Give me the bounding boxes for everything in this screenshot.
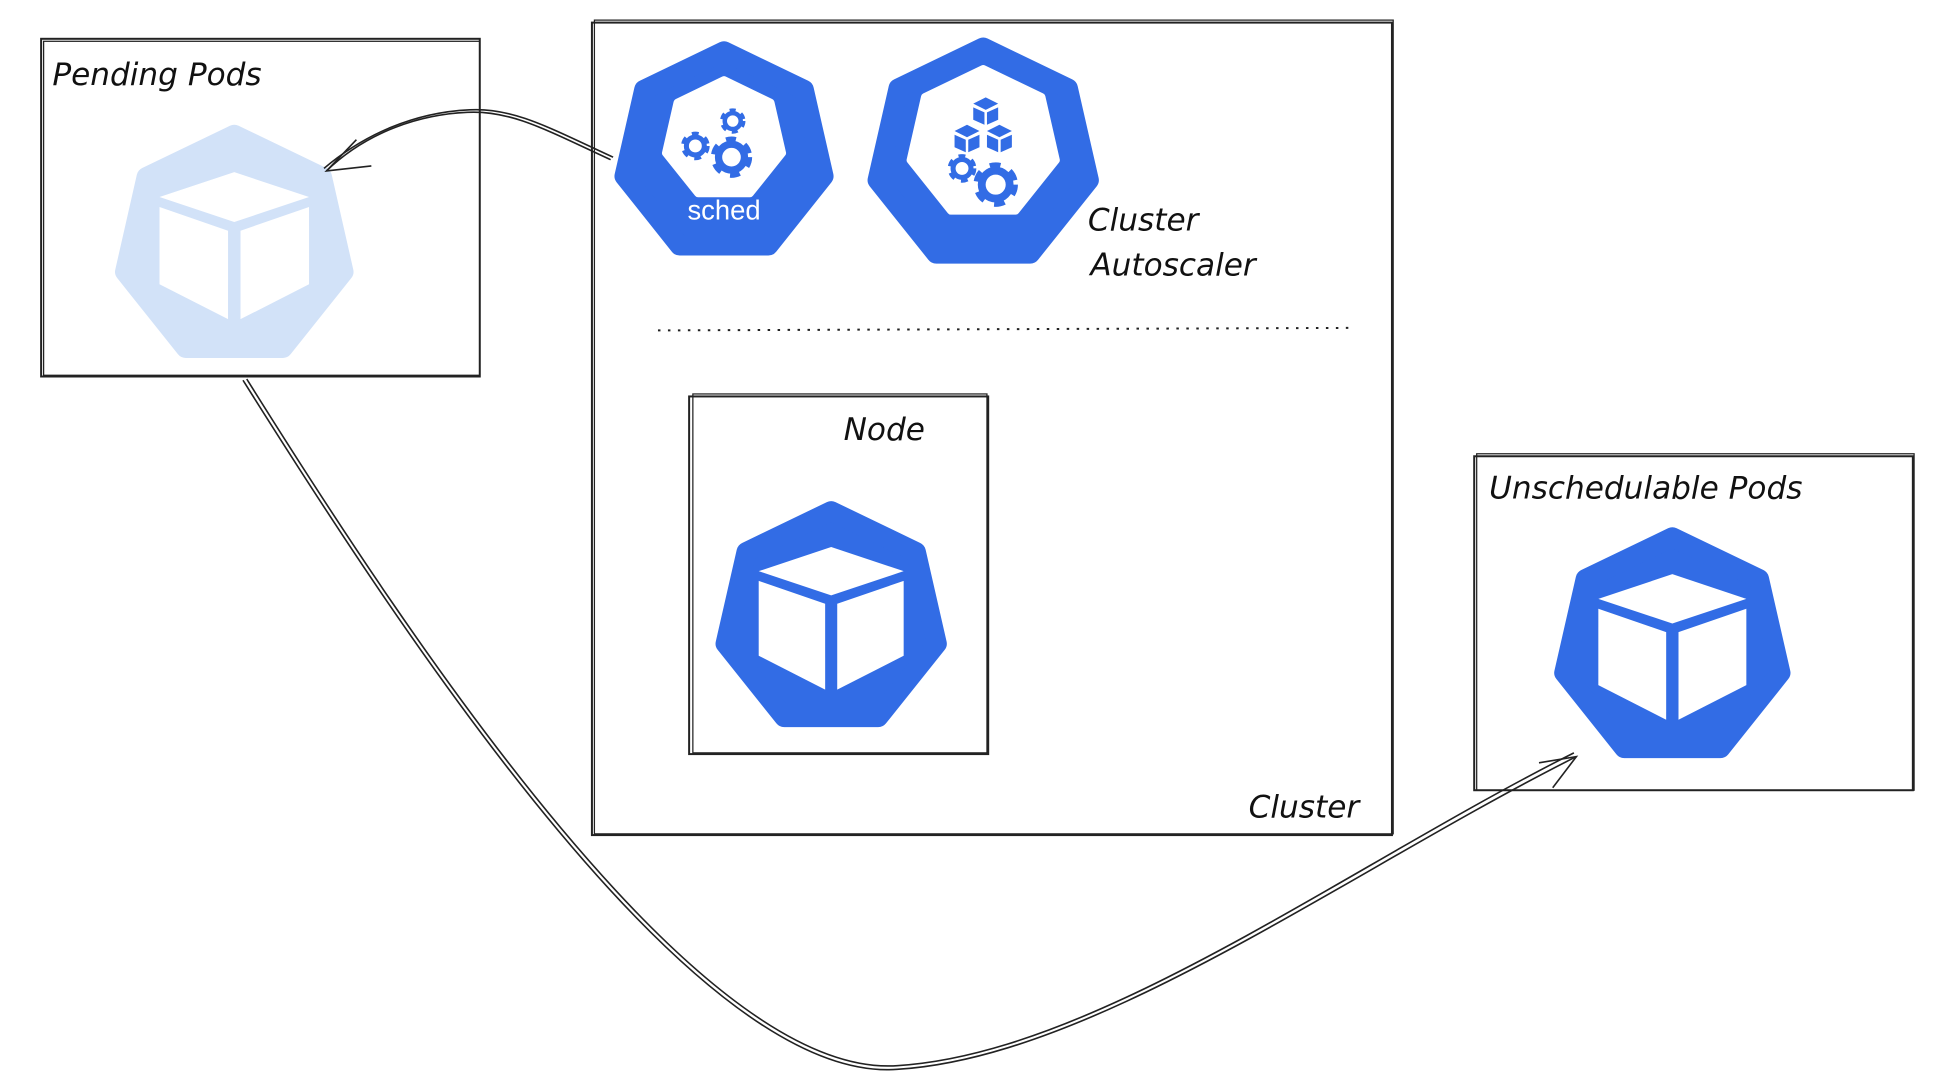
pending-pods-box: Pending Pods [40,37,481,378]
node-box: Node [688,393,990,756]
small-cube-left [973,107,985,125]
pending-to-unschedulable-arrow [242,378,1579,1071]
pending-pod-icon [115,124,354,358]
cluster-box: Cluster sched Cluster Autoscaler Node [590,19,1394,837]
cube-left-face [1598,608,1667,720]
unschedulable-pods-label: Unschedulable Pods [1489,471,1802,507]
node-label: Node [844,412,925,448]
small-cube-top [986,124,1012,138]
cluster-autoscaler-icon [867,37,1099,264]
cube-right-face [240,207,310,320]
scheduler-to-pending-arrow [323,108,614,172]
gear-ring [683,134,707,158]
cube-top-face [159,172,310,222]
scheduler-label: sched [687,194,760,225]
heptagon-shape [715,501,947,728]
node-pod-icon [715,501,947,728]
gear-ring [714,140,749,174]
heptagon-shape [115,124,354,358]
small-cube-left [954,134,966,153]
small-cube-left [986,134,999,153]
small-cube-right [1000,134,1012,153]
pending-pods-label: Pending Pods [52,57,261,93]
small-cube-top [954,124,980,138]
scheduler-icon [614,41,834,256]
cluster-autoscaler-label-line2: Autoscaler [1088,248,1258,284]
cube-left-face [159,207,229,320]
small-cube-right [986,107,999,125]
small-cube-top [973,97,999,110]
small-cube-right [968,134,980,153]
unschedulable-pods-box: Unschedulable Pods [1473,453,1915,792]
gear-ring [950,156,974,180]
cube-right-face [1678,608,1747,720]
cube-right-face [837,580,904,690]
control-plane-divider [657,326,1350,332]
inner-heptagon [906,64,1060,215]
cluster-autoscaler-label-line1: Cluster [1088,203,1201,239]
cube-top-face [758,547,904,596]
gear-ring [977,166,1014,203]
inner-heptagon [661,76,787,198]
unschedulable-pod-icon [1554,527,1791,759]
heptagon-shape [1554,527,1791,759]
cluster-label: Cluster [1249,790,1362,826]
gear-ring [722,110,743,132]
cube-left-face [758,580,826,690]
